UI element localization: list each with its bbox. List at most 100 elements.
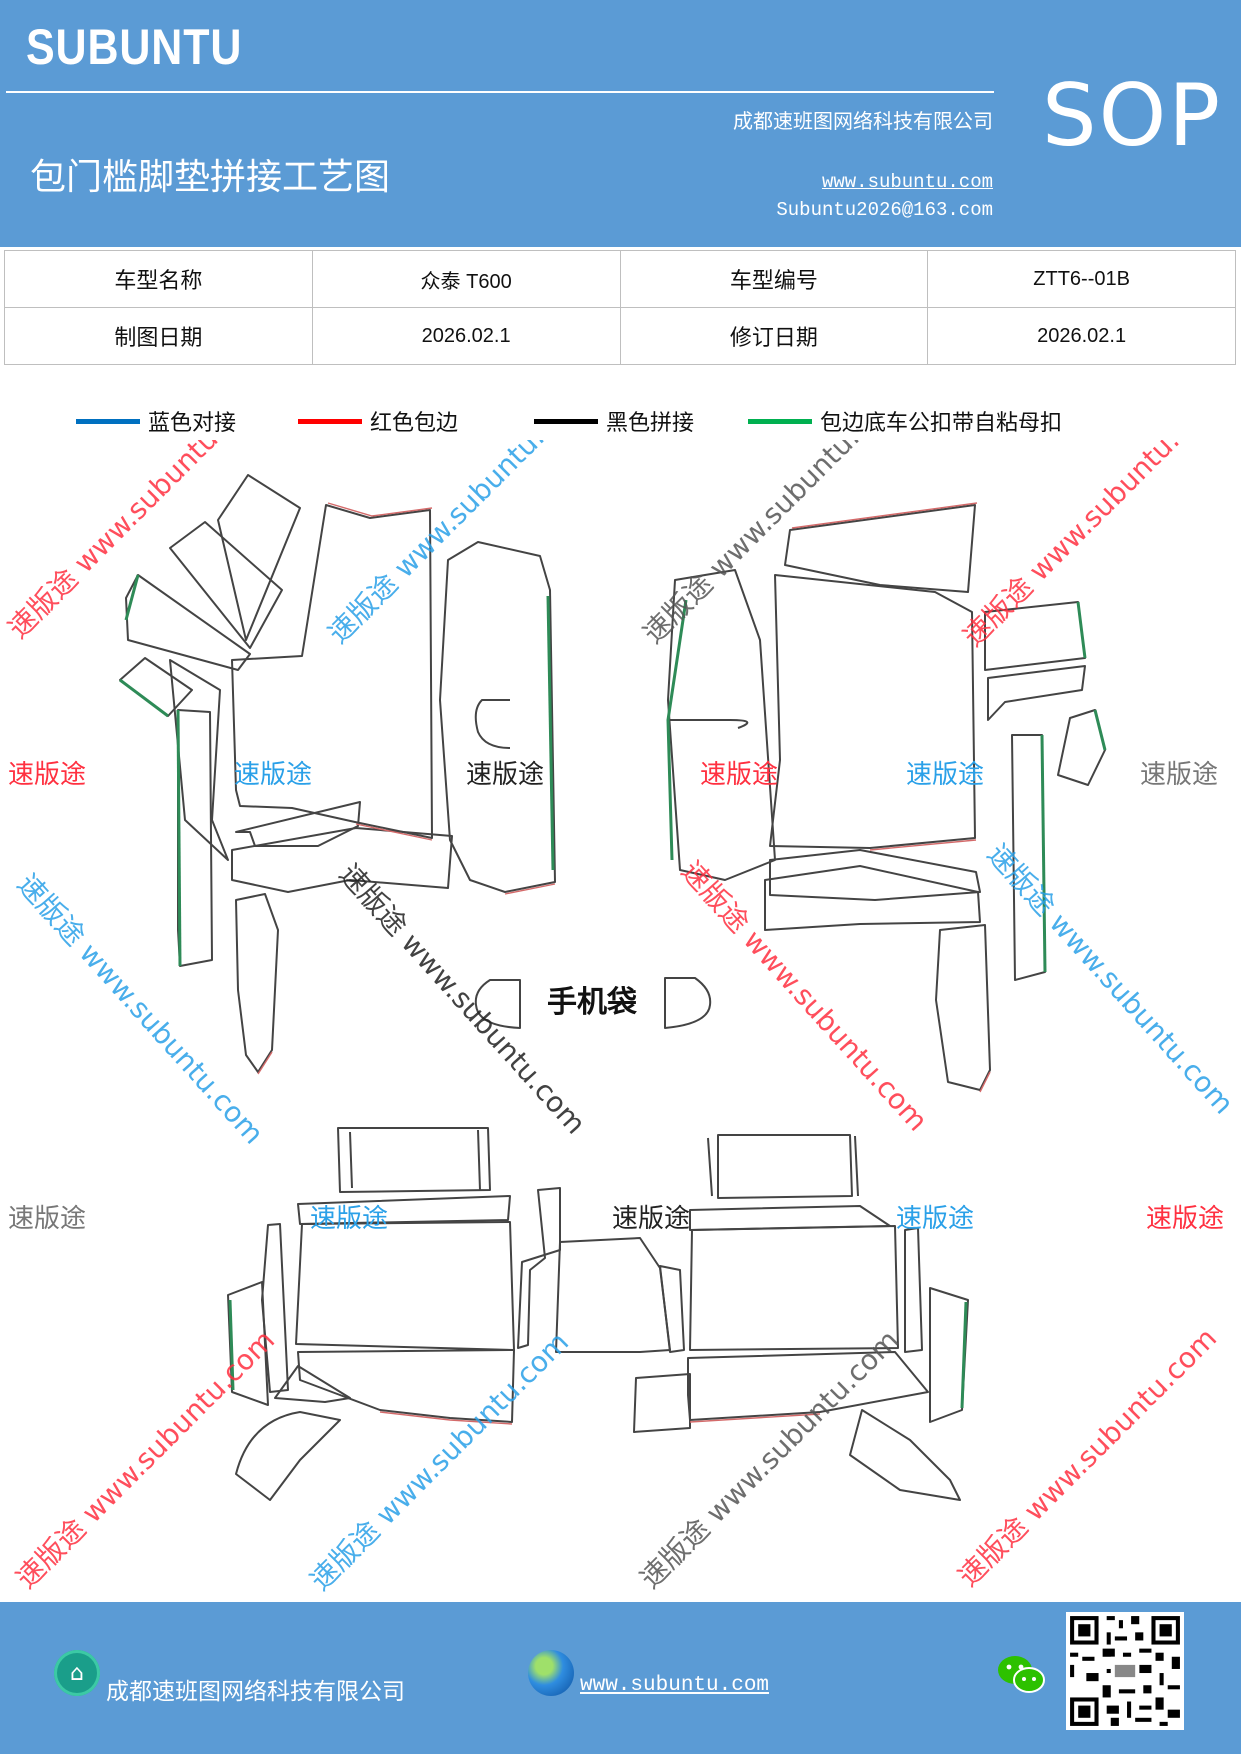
tunnel-piece [659, 1265, 685, 1353]
mat-piece [987, 665, 1086, 721]
mat-piece [929, 1287, 969, 1423]
mat-piece [517, 1187, 561, 1349]
phone-pocket-right [664, 977, 712, 1029]
mat-piece [769, 849, 981, 901]
mat-piece [717, 1134, 853, 1199]
mat-piece [474, 699, 511, 749]
watermark-diagonal: 速版途 www.subuntu.com [634, 1323, 906, 1595]
legend-label: 蓝色对接 [148, 411, 237, 436]
watermark-diagonal: 速版途 www.subuntu.com [11, 868, 270, 1151]
watermark-brand: 速版途 [310, 1204, 388, 1234]
mat-piece [235, 893, 279, 1073]
watermark-brand: 速版途 [8, 760, 86, 790]
mat-piece [904, 1227, 923, 1353]
velcro-edge-lines [119, 574, 1107, 1409]
watermark-brand: 速版途 [234, 760, 312, 790]
wechat-icon[interactable] [996, 1652, 1046, 1696]
watermark-brand: 速版途 [8, 1204, 86, 1234]
mat-piece [231, 504, 433, 839]
value-model-code: ZTT6--01B [927, 250, 1236, 308]
header-website-link[interactable]: www.subuntu.com [821, 171, 993, 193]
mat-piece [125, 574, 251, 671]
header-company: 成都速班图网络科技有限公司 [733, 109, 993, 133]
legend-label: 包边底车公扣带自粘母扣 [820, 411, 1063, 436]
footer-company: 成都速班图网络科技有限公司 [106, 1679, 405, 1705]
mat-piece [295, 1221, 515, 1351]
mat-piece [670, 719, 749, 729]
header-divider [6, 91, 994, 93]
mat-piece [297, 1195, 511, 1225]
watermark-brand: 速版途 [1140, 760, 1218, 790]
legend-label: 黑色拼接 [606, 411, 695, 436]
watermark-diagonal: 速版途 www.subuntu.com [957, 440, 1229, 653]
phone-pocket-label: 手机袋 [547, 985, 637, 1020]
tunnel-piece [555, 1237, 671, 1353]
watermark-brand: 速版途 [1146, 1204, 1224, 1234]
watermark-diagonal: 速版途 www.subuntu.com [637, 440, 909, 650]
watermark-brand: 速版途 [466, 760, 544, 790]
legend-swatch-green [748, 418, 812, 424]
header-banner [0, 0, 1241, 247]
mat-piece [769, 574, 976, 849]
watermark-brand: 速版途 [612, 1204, 690, 1234]
legend-item-blue: 蓝色对接 [76, 401, 236, 441]
mat-piece [849, 1409, 961, 1501]
mat-piece [707, 1135, 859, 1197]
watermark-brand: 速版途 [700, 760, 778, 790]
legend-label: 红色包边 [370, 411, 459, 436]
watermark-brand: 速版途 [896, 1204, 974, 1234]
label-revise-date: 修订日期 [619, 307, 929, 365]
company-home-icon: ⌂ [54, 1650, 100, 1696]
globe-icon [528, 1650, 574, 1696]
mat-piece [764, 865, 981, 931]
header-email: Subuntu2026@163.com [776, 199, 993, 221]
front-left-mat-group [119, 474, 556, 1073]
mat-piece [169, 521, 283, 649]
table-row: 车型名称 众泰 T600 车型编号 ZTT6--01B [4, 250, 1236, 308]
mat-piece [231, 827, 453, 893]
rear-right-mat-group [633, 1134, 969, 1501]
table-row: 制图日期 2026.02.1 修订日期 2026.02.1 [4, 307, 1236, 365]
legend-item-black: 黑色拼接 [534, 401, 694, 441]
phone-pocket-left [474, 979, 521, 1029]
watermark-diagonal: 速版途 www.subuntu.com [2, 440, 274, 645]
mat-piece [217, 474, 301, 641]
footer-website-link[interactable]: www.subuntu.com [580, 1674, 770, 1697]
mat-piece [439, 541, 556, 893]
legend-swatch-blue [76, 418, 140, 424]
qr-code-icon [1066, 1612, 1184, 1730]
mat-piece [687, 1351, 929, 1421]
watermark-brand: 速版途 [906, 760, 984, 790]
label-model-code: 车型编号 [619, 250, 929, 308]
watermark-diagonal: 速版途 www.subuntu.com [304, 1325, 576, 1597]
mat-piece [689, 1225, 899, 1351]
sop-badge: SOP [1042, 66, 1223, 166]
mat-piece [349, 1129, 481, 1191]
label-model-name: 车型名称 [4, 250, 313, 308]
mat-piece [784, 504, 976, 593]
legend-swatch-black [534, 418, 598, 424]
document-title: 包门槛脚垫拼接工艺图 [30, 157, 391, 198]
brand-logo: SUBUNTU [26, 19, 243, 75]
mat-piece [297, 1349, 515, 1423]
mat-piece [235, 1411, 341, 1501]
mat-piece [235, 801, 361, 847]
label-draw-date: 制图日期 [4, 307, 313, 365]
vehicle-info-table: 车型名称 众泰 T600 车型编号 ZTT6--01B 制图日期 2026.02… [4, 250, 1236, 365]
legend-swatch-red [298, 418, 362, 424]
floor-mat-pattern-diagram: 手机袋 速版途 速版途 速版途 速版途 速版途 速版途 速版途 速版途 速版途 … [2, 440, 1241, 1597]
mat-piece [935, 924, 991, 1091]
value-revise-date: 2026.02.1 [927, 307, 1236, 365]
value-model-name: 众泰 T600 [311, 250, 621, 308]
mat-piece [274, 1365, 351, 1403]
mat-piece [633, 1373, 691, 1433]
legend-item-red: 红色包边 [298, 401, 458, 441]
hem-edge-lines [257, 502, 991, 1425]
watermark-diagonal: 速版途 www.subuntu.com [322, 440, 594, 650]
rear-left-mat-group [227, 1127, 561, 1501]
value-draw-date: 2026.02.1 [311, 307, 621, 365]
mat-piece [1057, 709, 1106, 786]
mat-piece [169, 659, 229, 861]
mat-piece [337, 1127, 491, 1193]
legend-item-green: 包边底车公扣带自粘母扣 [748, 401, 1062, 441]
